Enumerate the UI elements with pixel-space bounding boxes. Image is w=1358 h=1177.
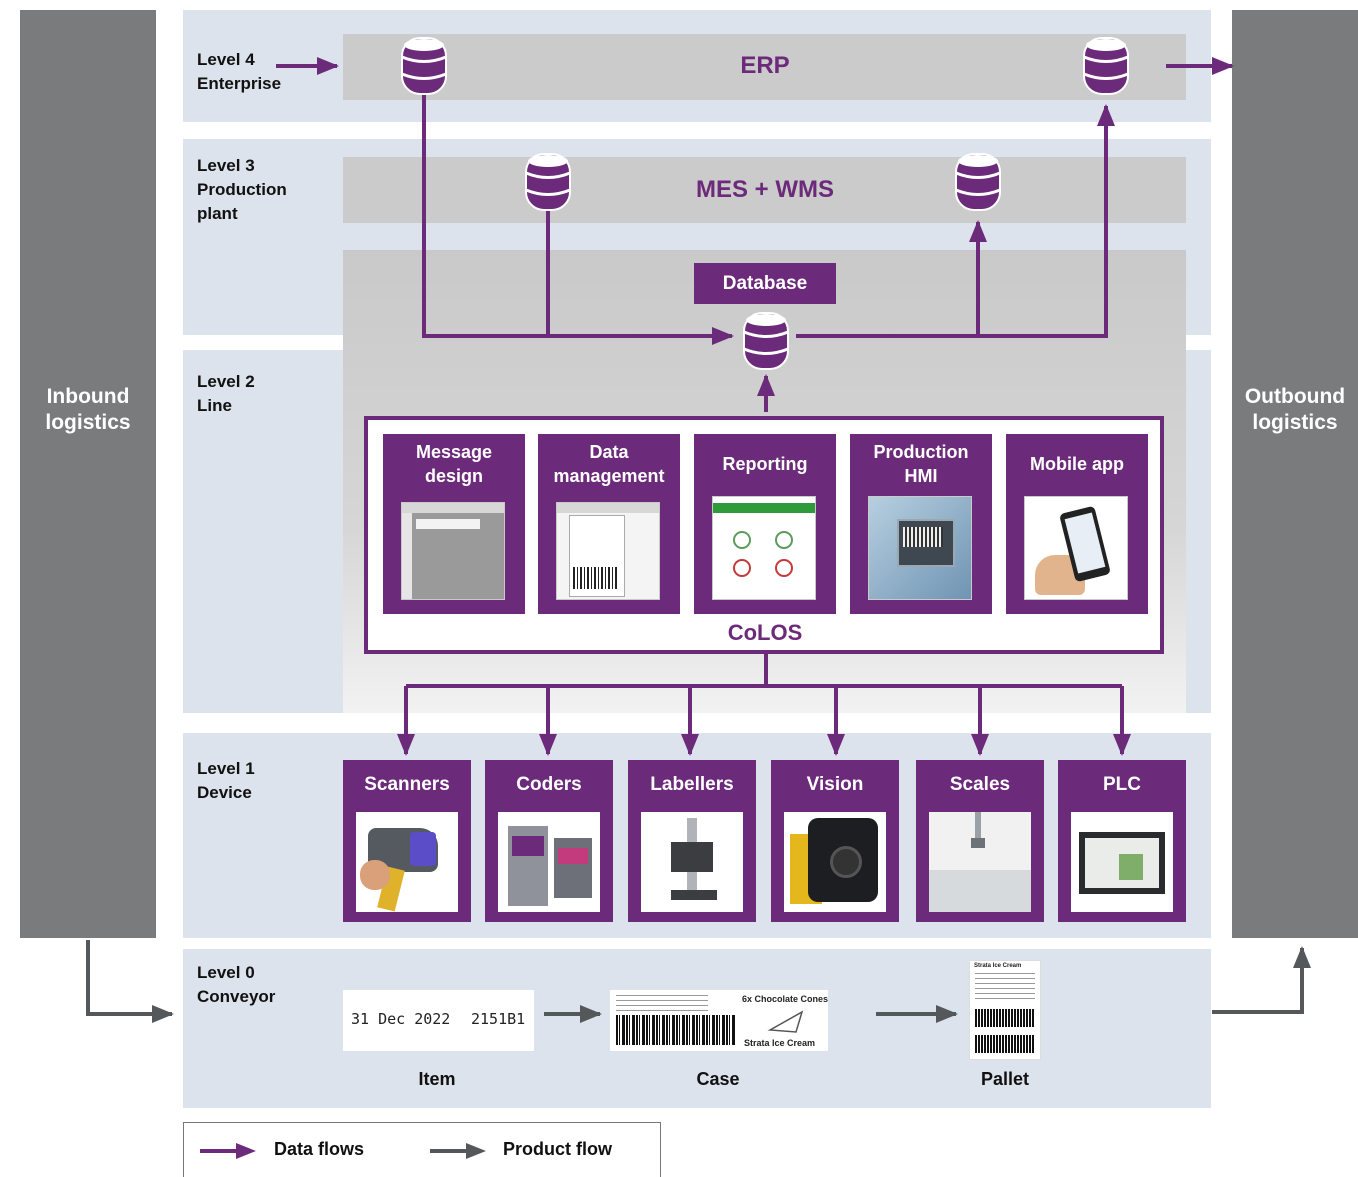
module-message-design: Message design xyxy=(383,434,525,614)
inbound-label-line2: logistics xyxy=(45,411,131,434)
level2-label: Level 2 Line xyxy=(197,370,255,418)
legend-data-flows: Data flows xyxy=(274,1139,365,1159)
device-coders: Coders xyxy=(485,760,613,922)
item-date-code: 31 Dec 2022 xyxy=(351,1010,451,1028)
module-message-design-line1: Message xyxy=(415,442,493,462)
level3-subtitle-2: plant xyxy=(197,204,238,223)
case-text-lines xyxy=(616,995,708,1013)
cone-icon xyxy=(767,1010,804,1033)
database-label: Database xyxy=(722,273,808,294)
labellers-photo xyxy=(641,812,743,912)
reporting-screenshot xyxy=(712,496,816,600)
database-icon-erp-left xyxy=(401,37,447,95)
database-icon-line xyxy=(743,312,789,370)
caption-item: Item xyxy=(418,1069,456,1089)
vision-photo xyxy=(784,812,886,912)
outbound-label-line2: logistics xyxy=(1252,411,1338,434)
erp-title: ERP xyxy=(740,52,790,79)
pallet-barcode-2 xyxy=(975,1035,1035,1053)
data-flow-lines xyxy=(276,57,1234,756)
caption-case: Case xyxy=(696,1069,740,1089)
device-coders-label: Coders xyxy=(516,774,582,795)
item-code-label: 31 Dec 2022 2151B1 xyxy=(343,990,534,1051)
device-scales-label: Scales xyxy=(949,774,1011,795)
level3-label: Level 3 Production plant xyxy=(197,154,287,226)
case-label: 6x Chocolate Cones Strata Ice Cream xyxy=(610,990,828,1051)
mes-wms-title: MES + WMS xyxy=(695,176,834,203)
device-labellers-label: Labellers xyxy=(650,774,734,795)
level4-label: Level 4 Enterprise xyxy=(197,48,281,96)
module-data-management: Data management xyxy=(538,434,680,614)
outbound-label-line1: Outbound xyxy=(1244,385,1346,408)
device-scanners: Scanners xyxy=(343,760,471,922)
inbound-label-line1: Inbound xyxy=(46,385,130,408)
inbound-logistics-column: Inbound logistics xyxy=(20,10,156,938)
device-vision: Vision xyxy=(771,760,899,922)
legend: Data flows Product flow xyxy=(183,1122,661,1177)
coders-photo xyxy=(498,812,600,912)
module-mobile-app-line1: Mobile app xyxy=(1030,454,1124,474)
production-hmi-photo xyxy=(868,496,972,600)
level2-subtitle: Line xyxy=(197,396,232,415)
mes-wms-bar xyxy=(343,157,1186,223)
pallet-text-lines xyxy=(975,973,1035,1003)
level3-subtitle-1: Production xyxy=(197,180,287,199)
pallet-label: Strata Ice Cream xyxy=(969,960,1041,1060)
database-icon-erp-right xyxy=(1083,37,1129,95)
pallet-title: Strata Ice Cream xyxy=(974,963,1022,969)
level2-title: Level 2 xyxy=(197,372,255,391)
outbound-logistics-column: Outbound logistics xyxy=(1232,10,1358,938)
level4-title: Level 4 xyxy=(197,50,255,69)
module-data-management-line1: Data xyxy=(589,442,629,462)
device-plc-label: PLC xyxy=(1103,774,1141,795)
device-scanners-label: Scanners xyxy=(364,774,450,795)
device-plc: PLC xyxy=(1058,760,1186,922)
colos-title: CoLOS xyxy=(727,620,803,645)
module-production-hmi-line1: Production xyxy=(873,442,969,462)
product-flow-arrow-icon xyxy=(430,1143,486,1159)
level4-subtitle: Enterprise xyxy=(197,74,282,93)
module-reporting: Reporting xyxy=(694,434,836,614)
pallet-barcode-1 xyxy=(975,1009,1035,1027)
caption-pallet: Pallet xyxy=(980,1069,1030,1089)
database-label-box xyxy=(694,263,836,304)
case-barcode xyxy=(616,1015,736,1045)
level1-label: Level 1 Device xyxy=(197,757,255,805)
erp-bar xyxy=(343,34,1186,100)
module-message-design-line2: design xyxy=(424,466,483,486)
product-flow-lines xyxy=(86,940,1311,1023)
scales-photo xyxy=(929,812,1031,912)
module-production-hmi-line2: HMI xyxy=(904,466,938,486)
module-mobile-app: Mobile app xyxy=(1006,434,1148,614)
legend-product-flow: Product flow xyxy=(503,1139,612,1159)
database-icon-mes-right xyxy=(955,153,1001,211)
data-flow-arrow-icon xyxy=(200,1143,256,1159)
database-icon-mes-left xyxy=(525,153,571,211)
message-design-screenshot xyxy=(401,502,505,600)
scanners-photo xyxy=(356,812,458,912)
level1-title: Level 1 xyxy=(197,759,255,778)
level0-label: Level 0 Conveyor xyxy=(197,961,275,1009)
level1-subtitle: Device xyxy=(197,783,252,802)
device-scales: Scales xyxy=(916,760,1044,922)
case-brand: Strata Ice Cream xyxy=(744,1038,816,1048)
data-management-screenshot xyxy=(556,502,660,600)
module-data-management-line2: management xyxy=(553,466,665,486)
module-reporting-line1: Reporting xyxy=(722,454,808,474)
mobile-app-photo xyxy=(1024,496,1128,600)
level0-title: Level 0 xyxy=(197,963,255,982)
level0-subtitle: Conveyor xyxy=(197,987,276,1006)
device-labellers: Labellers xyxy=(628,760,756,922)
case-title: 6x Chocolate Cones xyxy=(742,994,829,1004)
level3-title: Level 3 xyxy=(197,156,255,175)
plc-photo xyxy=(1071,812,1173,912)
item-lot-code: 2151B1 xyxy=(471,1010,526,1028)
device-vision-label: Vision xyxy=(806,774,864,795)
